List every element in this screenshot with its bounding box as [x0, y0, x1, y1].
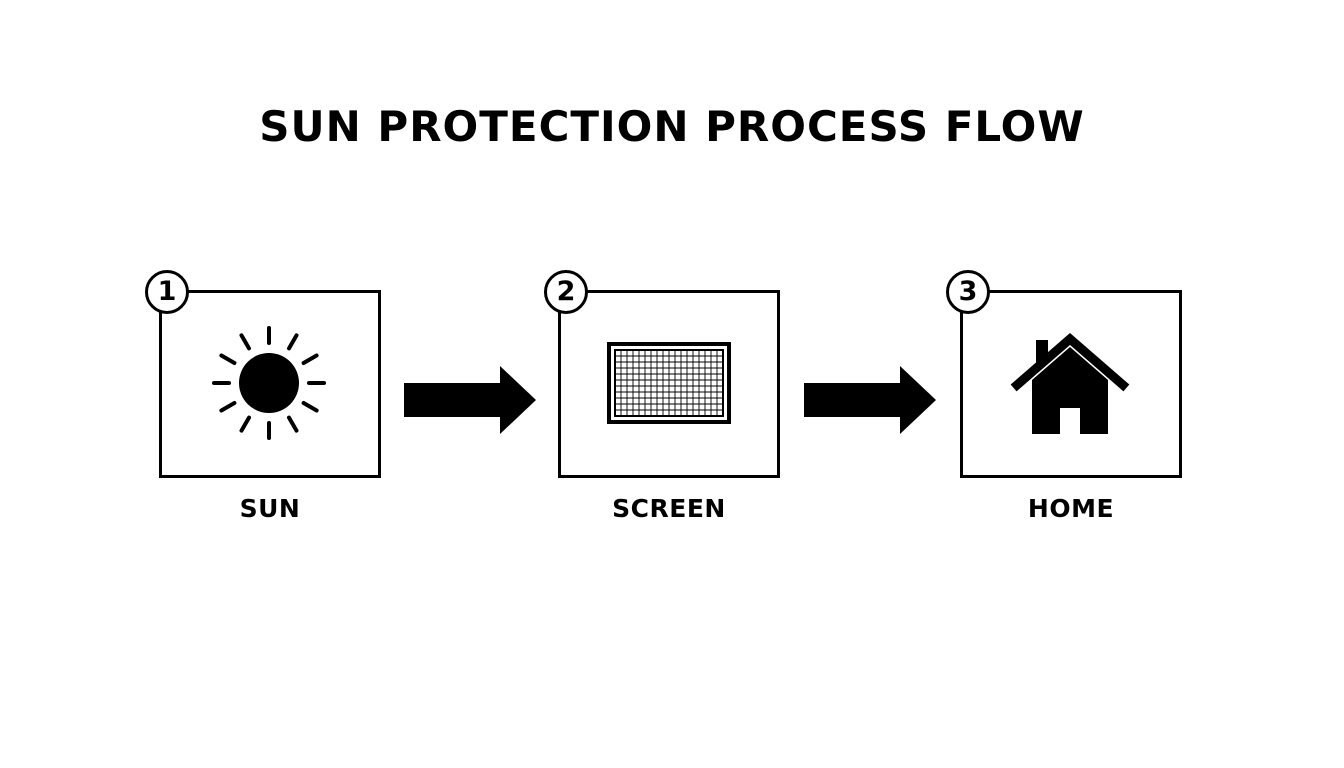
sun-icon: [212, 326, 326, 440]
step-frame: [558, 290, 780, 478]
step-sun: 1: [145, 270, 381, 478]
step-number-badge: 3: [946, 270, 990, 314]
house-icon: [1010, 333, 1130, 434]
step-frame: [159, 290, 381, 478]
step-frame: [960, 290, 1182, 478]
step-screen: 2: [544, 270, 780, 478]
step-label-screen: SCREEN: [612, 494, 726, 523]
step-home: 3: [946, 270, 1182, 478]
step-number-badge: 2: [544, 270, 588, 314]
flow-arrow: [404, 366, 536, 434]
step-label-sun: SUN: [239, 494, 301, 523]
screen-mesh-icon: [607, 342, 731, 424]
flow-arrow: [804, 366, 936, 434]
step-label-home: HOME: [1027, 494, 1115, 523]
step-number-badge: 1: [145, 270, 189, 314]
diagram-title: SUN PROTECTION PROCESS FLOW: [259, 102, 1085, 151]
